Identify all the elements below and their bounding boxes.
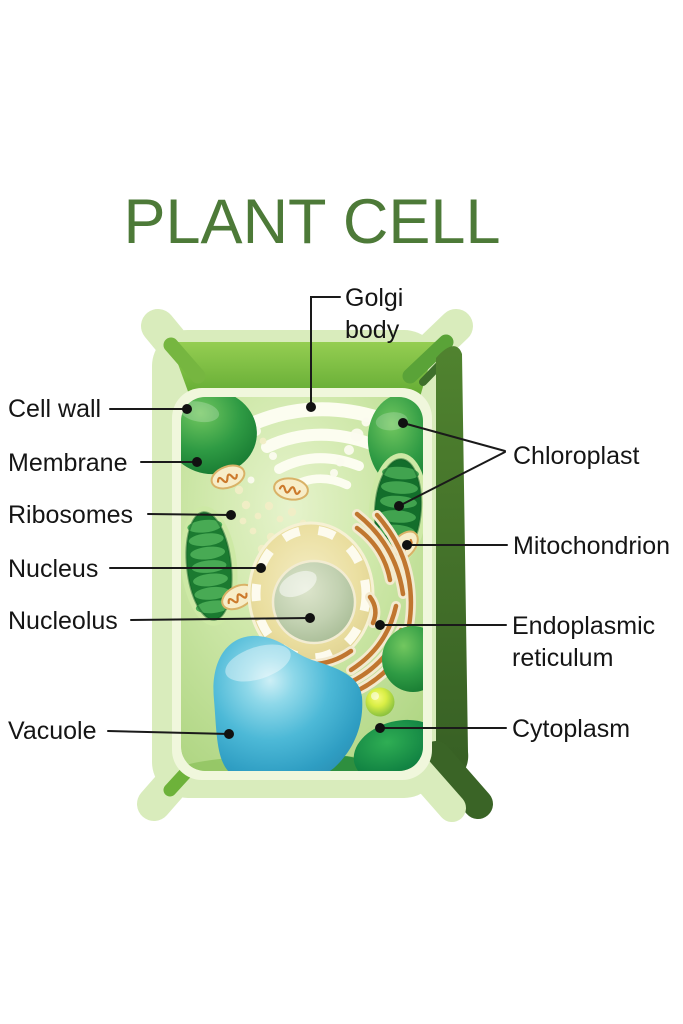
label-chloroplast: Chloroplast bbox=[513, 442, 640, 470]
chloroplast-right-mid bbox=[382, 626, 423, 692]
vesicle bbox=[247, 476, 255, 484]
leader-dot-mitochondrion bbox=[402, 540, 412, 550]
label-ribosomes: Ribosomes bbox=[8, 501, 133, 529]
vesicle bbox=[335, 457, 345, 467]
er-tubule bbox=[367, 594, 378, 626]
leader-line-nucleolus bbox=[130, 617, 311, 621]
nucleolus-highlight bbox=[279, 570, 317, 598]
vacuole-highlight bbox=[225, 644, 291, 682]
label-vacuole: Vacuole bbox=[8, 717, 97, 745]
er-tubule bbox=[374, 512, 414, 629]
leader-dot-golgi-body bbox=[306, 402, 316, 412]
vesicle bbox=[344, 445, 354, 455]
leader-dot-nucleolus bbox=[305, 613, 315, 623]
er-tubule bbox=[354, 525, 393, 583]
label-cytoplasm: Cytoplasm bbox=[512, 715, 630, 743]
label-nucleolus: Nucleolus bbox=[8, 607, 118, 635]
label-nucleus: Nucleus bbox=[8, 555, 98, 583]
leader-dot-cytoplasm bbox=[375, 723, 385, 733]
golgi-cisterna bbox=[245, 402, 395, 431]
label-mitochondrion: Mitochondrion bbox=[513, 532, 670, 560]
wall-arm-accent-top-left bbox=[163, 337, 206, 384]
vacuole-illustration bbox=[213, 635, 363, 771]
leader-dot-cell-wall bbox=[182, 404, 192, 414]
vesicle bbox=[269, 452, 277, 460]
ribosome-dot bbox=[234, 485, 244, 495]
ribosome-dot bbox=[241, 500, 251, 510]
page-title: PLANT CELL bbox=[123, 187, 500, 257]
vesicle bbox=[350, 428, 364, 442]
mitochondrion-illustration bbox=[210, 464, 246, 490]
leader-dot-chloroplast bbox=[398, 418, 408, 428]
golgi-cisterna bbox=[274, 453, 364, 474]
ribosome-dot bbox=[239, 517, 247, 525]
wall-arm-accent-top-right bbox=[402, 334, 454, 384]
leader-line-vacuole bbox=[107, 730, 230, 735]
leader-dot-nucleus bbox=[256, 563, 266, 573]
ribosome-dot bbox=[276, 515, 284, 523]
label-cell-wall: Cell wall bbox=[8, 395, 101, 423]
vesicle-sphere bbox=[365, 687, 395, 717]
leader-dot-membrane bbox=[192, 457, 202, 467]
leader-line-golgi-body bbox=[310, 296, 341, 408]
label-leader-lines bbox=[107, 296, 508, 739]
ribosome-dot bbox=[249, 527, 257, 535]
label-membrane: Membrane bbox=[8, 449, 128, 477]
wall-side-dark-band bbox=[436, 346, 469, 777]
ribosome-dot bbox=[259, 437, 267, 445]
cytoplasm-interior bbox=[181, 397, 423, 771]
mitochondrion-illustration bbox=[273, 477, 309, 501]
leader-dot-vacuole bbox=[224, 729, 234, 739]
er-tubule bbox=[348, 603, 399, 673]
vesicle bbox=[361, 417, 371, 427]
ribosome-dot bbox=[264, 501, 274, 511]
leader-dot-ribosomes bbox=[226, 510, 236, 520]
vesicle bbox=[330, 469, 338, 477]
ribosome-dot bbox=[287, 507, 297, 517]
ribosome-dot bbox=[254, 512, 262, 520]
leader-dot-chloroplast bbox=[394, 501, 404, 511]
er-tubule bbox=[354, 511, 406, 597]
leader-line-ribosomes bbox=[147, 513, 232, 516]
leader-line-chloroplast bbox=[398, 451, 506, 507]
leader-line-chloroplast bbox=[402, 422, 506, 452]
wall-top-band bbox=[170, 342, 436, 397]
leader-dot-endoplasmic-reticulum bbox=[375, 620, 385, 630]
wall-arm-dark-bottom-right bbox=[421, 741, 493, 819]
